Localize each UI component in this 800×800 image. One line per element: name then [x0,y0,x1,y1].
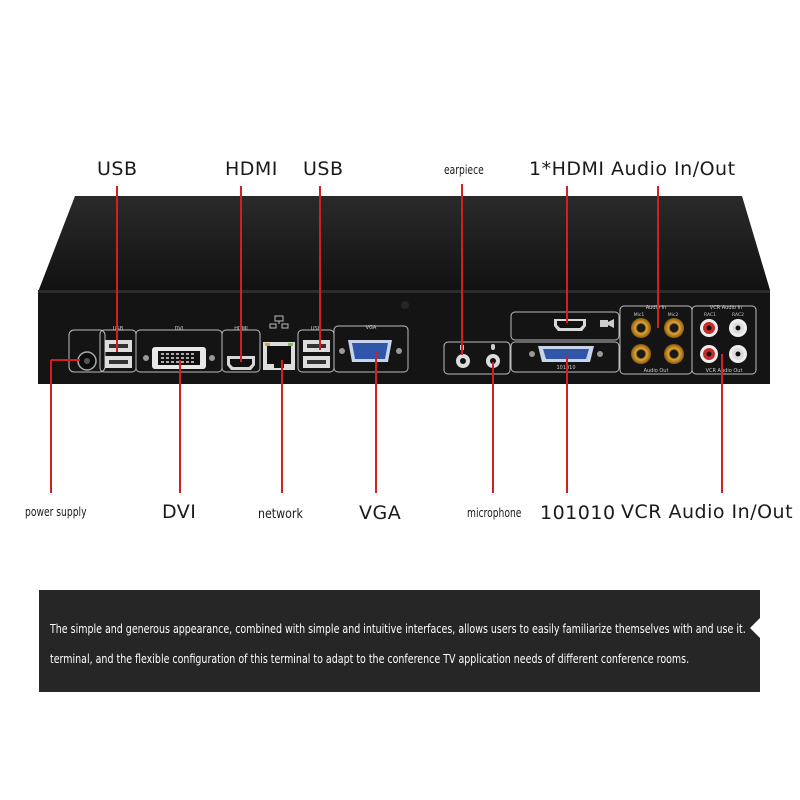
label-serial: 101010 [540,502,616,524]
usb-port-group-2 [297,329,335,373]
hdmi-1-port [510,311,620,341]
label-hdmi: HDMI [225,158,278,180]
caption-line-1: The simple and generous appearance, comb… [50,622,746,636]
label-network: network [258,507,303,522]
label-usb-right: USB [303,158,344,180]
label-audio-in-out: Audio In/Out [611,158,736,180]
label-hdmi-1: 1*HDMI [529,158,605,180]
caption-line-2: terminal, and the flexible configuration… [50,652,690,666]
panel-mic1-label: Mic1 [634,312,645,318]
panel-usb2-label: USB [311,326,322,332]
label-vga: VGA [359,502,402,524]
panel-vga-label: VGA [366,325,377,331]
caption-box: The simple and generous appearance, comb… [39,590,760,692]
label-usb-left: USB [97,158,138,180]
panel-vcr-audio-in-label: VCR Audio In [710,305,742,311]
panel-usb1-label: USB [113,326,124,332]
vga-port [333,325,409,373]
vcr-audio-rca-group [691,305,757,375]
serial-port [510,341,620,373]
audio-jack-group [443,341,511,375]
panel-vcr-audio-out-label: VCR Audio Out [706,368,743,374]
panel-rac2-label: RAC2 [732,312,744,318]
network-port [263,315,295,370]
device-top [38,196,770,292]
panel-audio-in-label: Audio In [646,305,666,311]
label-vcr-audio-in-out: VCR Audio In/Out [621,501,794,523]
label-earpiece: earpiece [444,163,484,177]
panel-mic2-label: Mic2 [668,312,679,318]
audio-rca-group [619,305,693,375]
panel-audio-out-label: Audio Out [644,368,669,374]
label-microphone: microphone [467,506,522,520]
panel-rac1-label: RAC1 [704,312,716,318]
leader-lines [50,184,723,493]
hdmi-port [221,329,261,373]
dvi-port [135,329,223,373]
panel-dvi-label: DVI [175,326,184,332]
label-dvi: DVI [162,501,197,523]
caption-arrow-icon [750,618,760,638]
label-power-supply: power supply [25,505,87,519]
